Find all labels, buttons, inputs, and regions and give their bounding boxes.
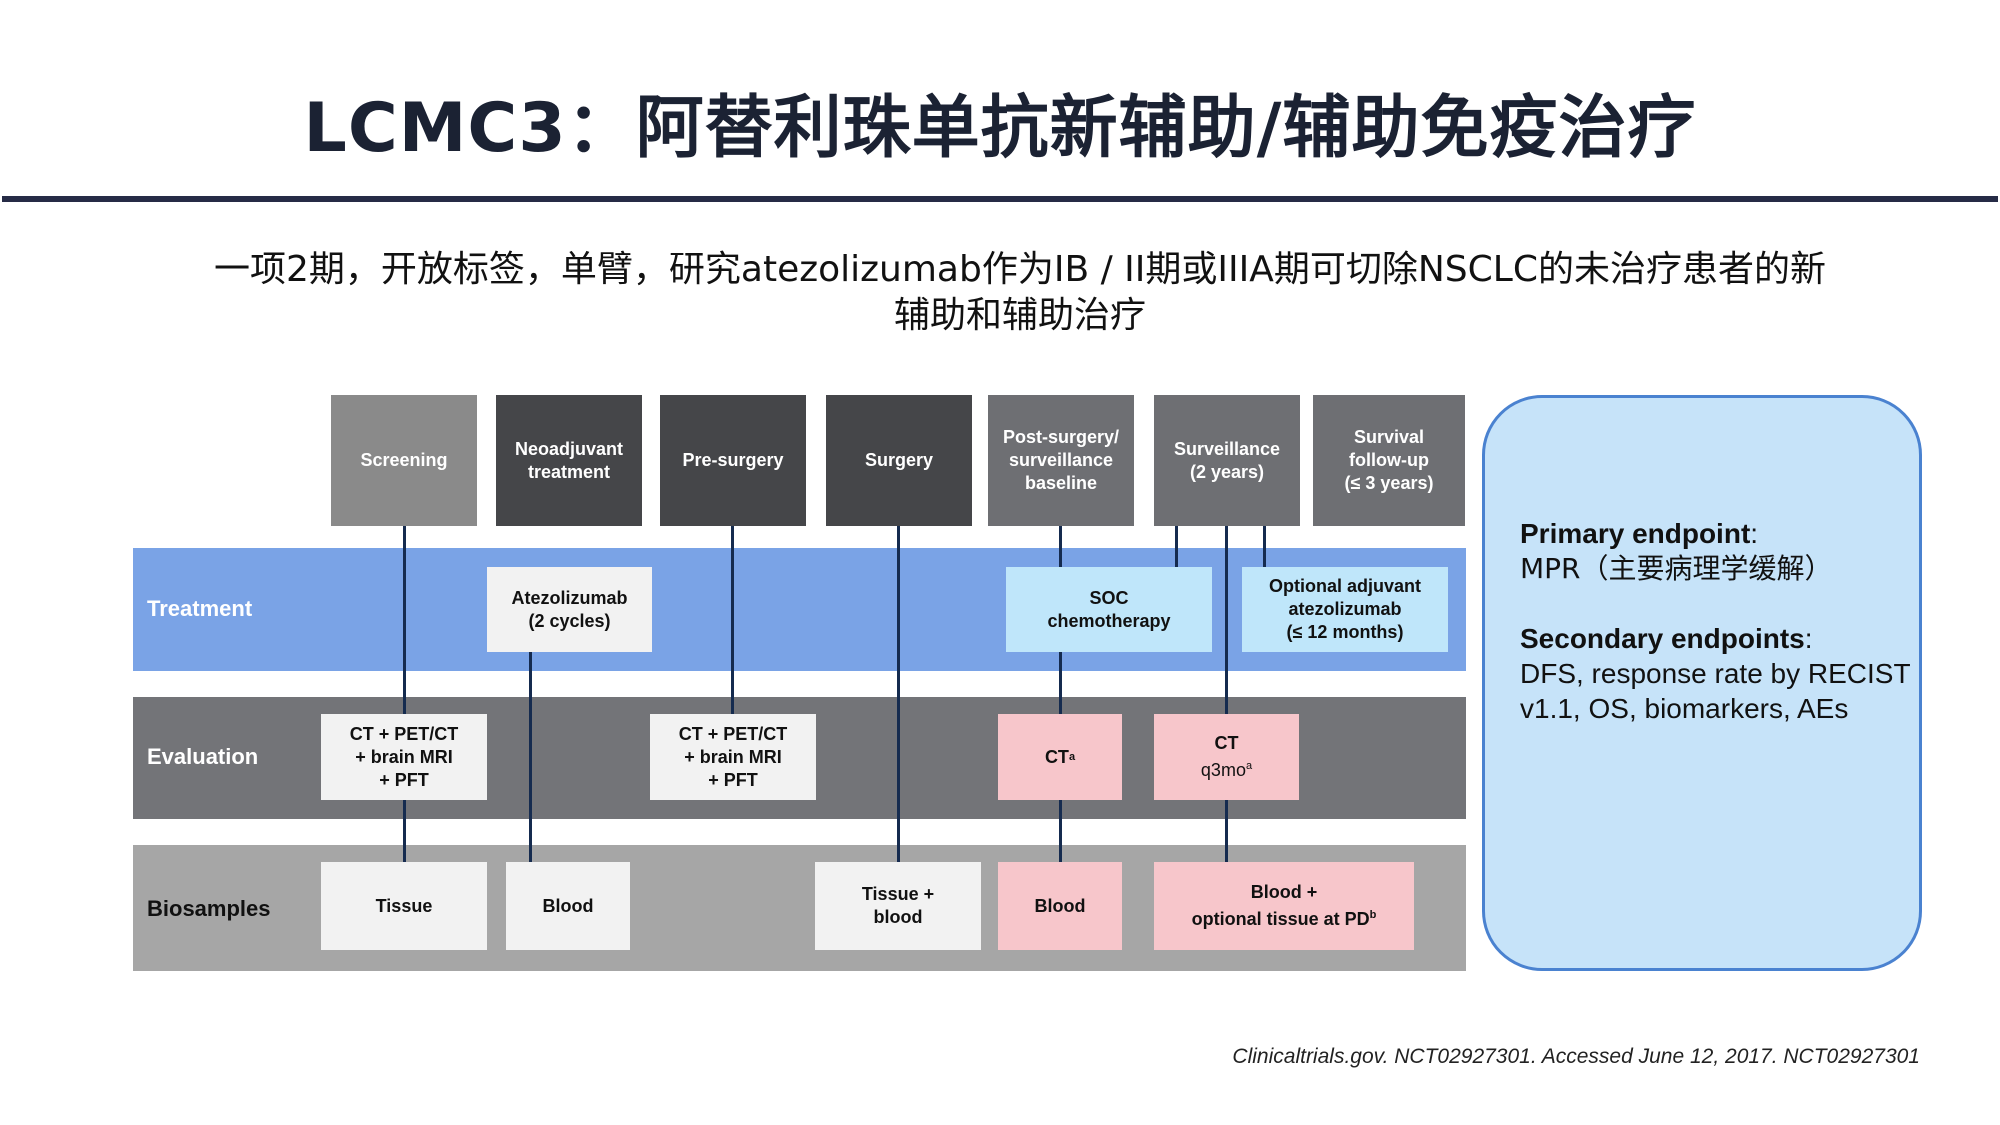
ct-q3mo-line1: CT (1214, 733, 1239, 753)
ct-footnote: a (1068, 750, 1076, 763)
ct-q3mo-line2: q3moa (1201, 755, 1252, 782)
treatment-row-label: Treatment (147, 596, 253, 621)
screening-imaging-box: CT + PET/CT + brain MRI + PFT (321, 714, 487, 800)
phase-post-surgery-baseline: Post-surgery/ surveillance baseline (988, 395, 1134, 526)
blood-box-postsurgery: Blood (998, 862, 1122, 950)
blood-optional-footnote: b (1369, 909, 1377, 921)
secondary-endpoints: Secondary endpoints: (1520, 623, 1813, 654)
ct-label: CT (1044, 746, 1069, 767)
phase-screening: Screening (331, 395, 477, 526)
primary-endpoint-value: MPR（主要病理学缓解） (1520, 552, 1833, 585)
phase-surveillance: Surveillance (2 years) (1154, 395, 1300, 526)
blood-optional-line2: optional tissue at PDb (1192, 904, 1377, 931)
study-subtitle: 一项2期，开放标签，单臂，研究atezolizumab作为IB / II期或II… (213, 249, 1826, 336)
phase-neoadjuvant-treatment: Neoadjuvant treatment (496, 395, 642, 526)
evaluation-row-label: Evaluation (147, 744, 259, 769)
connector-screening (403, 526, 406, 862)
tissue-blood-box: Tissue + blood (815, 862, 981, 950)
phase-survival-follow-up: Survival follow-up (≤ 3 years) (1313, 395, 1465, 526)
connector-surveillance (1225, 526, 1228, 862)
connector-surveillance-left (1175, 526, 1178, 568)
ct-q3mo-footnote: a (1245, 760, 1253, 772)
title-divider (2, 196, 1998, 202)
secondary-endpoints-label: Secondary endpoints (1520, 623, 1805, 654)
biosamples-row-label: Biosamples (147, 896, 271, 921)
blood-optional-tissue-box: Blood + optional tissue at PDb (1154, 862, 1414, 950)
ct-q3mo-box: CT q3moa (1154, 714, 1299, 800)
atezolizumab-box: Atezolizumab (2 cycles) (487, 567, 652, 652)
connector-surveillance-right (1263, 526, 1266, 568)
ct-q3mo-interval: q3mo (1200, 760, 1246, 780)
phase-surgery: Surgery (826, 395, 972, 526)
connector-neoadjuvant (529, 650, 532, 862)
connector-postsurgery (1059, 526, 1062, 862)
source-citation: Clinicaltrials.gov. NCT02927301. Accesse… (1232, 1045, 1920, 1068)
blood-optional-text: optional tissue at PD (1191, 909, 1370, 929)
primary-endpoint: Primary endpoint: (1520, 518, 1759, 549)
connector-surgery (897, 526, 900, 862)
secondary-endpoints-value: DFS, response rate by RECIST v1.1, OS, b… (1520, 658, 1911, 724)
primary-endpoint-label: Primary endpoint (1520, 518, 1751, 549)
phase-pre-surgery: Pre-surgery (660, 395, 806, 526)
blood-box-neoadjuvant: Blood (506, 862, 630, 950)
page-title: LCMC3：阿替利珠单抗新辅助/辅助免疫治疗 (303, 89, 1697, 168)
soc-chemotherapy-box: SOC chemotherapy (1006, 567, 1212, 652)
endpoints-panel: Primary endpoint: MPR（主要病理学缓解） Secondary… (1482, 395, 1922, 971)
presurgery-imaging-box: CT + PET/CT + brain MRI + PFT (650, 714, 816, 800)
endpoint-spacer (1520, 586, 1919, 621)
connector-presurgery (731, 526, 734, 714)
blood-optional-line1: Blood + (1250, 882, 1318, 902)
tissue-box: Tissue (321, 862, 487, 950)
optional-adjuvant-box: Optional adjuvant atezolizumab (≤ 12 mon… (1242, 567, 1448, 652)
